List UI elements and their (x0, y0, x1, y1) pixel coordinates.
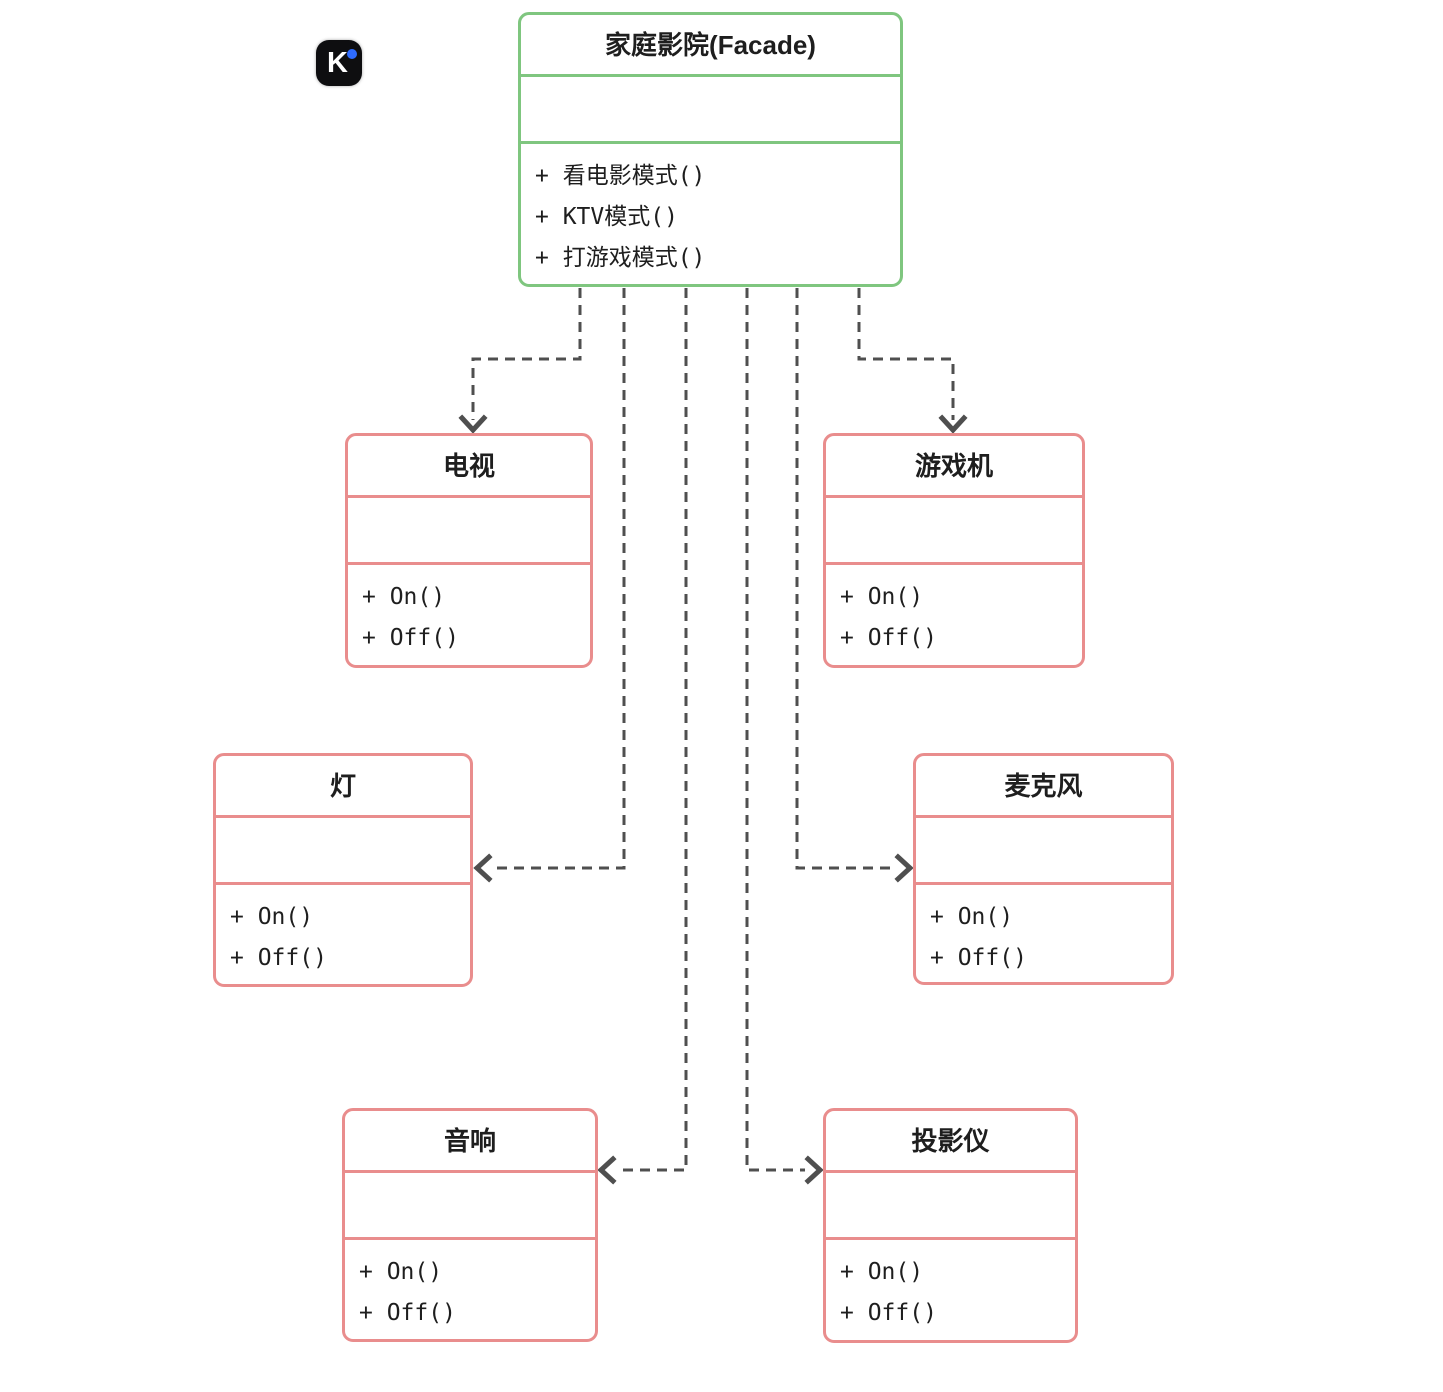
method-on: + On() (359, 1259, 443, 1285)
connector-facade-to-gameconsole (857, 288, 955, 420)
class-title-gameconsole: 游戏机 (826, 436, 1082, 498)
arrowhead-tv (458, 414, 488, 434)
class-title-facade: 家庭影院(Facade) (521, 15, 900, 77)
class-attributes-speaker (345, 1173, 595, 1240)
method-off: + Off() (230, 945, 327, 971)
arrowhead-microphone (894, 853, 914, 883)
logo-letter: K (327, 47, 348, 79)
class-box-tv: 电视 + On() + Off() (345, 433, 593, 668)
class-attributes-gameconsole (826, 498, 1082, 565)
connector-facade-to-tv (471, 288, 582, 420)
class-methods-light: + On() + Off() (216, 885, 470, 984)
method-watch-movie-mode: + 看电影模式() (535, 163, 706, 189)
method-off: + Off() (840, 1300, 937, 1326)
app-logo-icon: K (316, 40, 362, 86)
class-attributes-microphone (916, 818, 1171, 885)
class-box-light: 灯 + On() + Off() (213, 753, 473, 987)
arrowhead-light (473, 853, 493, 883)
class-methods-speaker: + On() + Off() (345, 1240, 595, 1339)
class-methods-microphone: + On() + Off() (916, 885, 1171, 982)
class-attributes-light (216, 818, 470, 885)
class-title-light: 灯 (216, 756, 470, 818)
class-box-microphone: 麦克风 + On() + Off() (913, 753, 1174, 985)
class-methods-gameconsole: + On() + Off() (826, 565, 1082, 665)
connector-facade-to-speaker (616, 288, 688, 1172)
arrowhead-projector (804, 1155, 824, 1185)
class-title-tv: 电视 (348, 436, 590, 498)
method-off: + Off() (359, 1300, 456, 1326)
class-title-microphone: 麦克风 (916, 756, 1171, 818)
method-on: + On() (840, 584, 924, 610)
logo-dot-icon (347, 49, 357, 59)
arrowhead-speaker (597, 1155, 617, 1185)
method-off: + Off() (840, 625, 937, 651)
class-box-speaker: 音响 + On() + Off() (342, 1108, 598, 1342)
arrowhead-gameconsole (938, 414, 968, 434)
method-on: + On() (930, 904, 1014, 930)
method-on: + On() (230, 904, 314, 930)
class-box-gameconsole: 游戏机 + On() + Off() (823, 433, 1085, 668)
method-off: + Off() (362, 625, 459, 651)
class-box-projector: 投影仪 + On() + Off() (823, 1108, 1078, 1343)
class-box-facade: 家庭影院(Facade) + 看电影模式() + KTV模式() + 打游戏模式… (518, 12, 903, 287)
method-on: + On() (362, 584, 446, 610)
class-attributes-projector (826, 1173, 1075, 1240)
method-ktv-mode: + KTV模式() (535, 204, 678, 230)
class-methods-projector: + On() + Off() (826, 1240, 1075, 1340)
class-methods-facade: + 看电影模式() + KTV模式() + 打游戏模式() (521, 144, 900, 284)
method-game-mode: + 打游戏模式() (535, 245, 706, 271)
method-on: + On() (840, 1259, 924, 1285)
class-title-speaker: 音响 (345, 1111, 595, 1173)
class-attributes-facade (521, 77, 900, 144)
class-methods-tv: + On() + Off() (348, 565, 590, 665)
class-attributes-tv (348, 498, 590, 565)
method-off: + Off() (930, 945, 1027, 971)
connector-facade-to-projector (745, 288, 805, 1172)
class-title-projector: 投影仪 (826, 1111, 1075, 1173)
